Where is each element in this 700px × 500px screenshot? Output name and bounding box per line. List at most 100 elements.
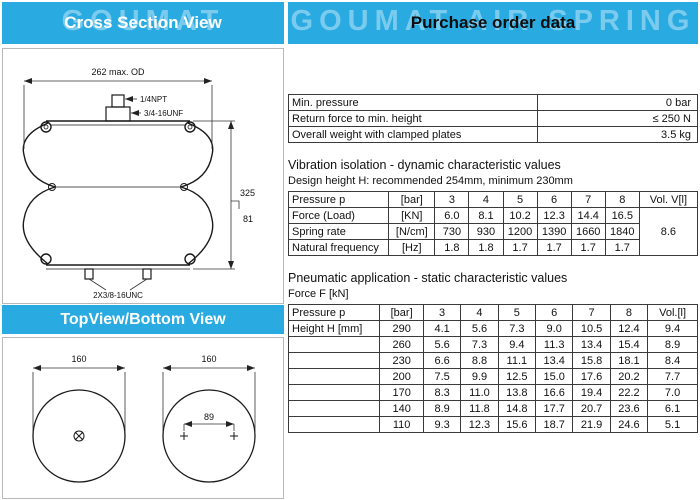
- volume-cell: 8.9: [647, 336, 698, 353]
- value-cell: 14.8: [497, 400, 537, 417]
- column-header: 6: [535, 304, 574, 321]
- air-spring-cross-section-drawing: 262 max. OD 1/4NPT 3/4-16UNF 325 81 2X3/…: [22, 67, 255, 300]
- dimension-lines: [23, 80, 240, 291]
- vibration-header-row: Pressure p [bar] 3 4 5 6 7 8 Vol. V[l]: [287, 191, 699, 208]
- row-label: [287, 368, 381, 385]
- pneumatic-section-subtitle: Force F [kN]: [288, 288, 349, 300]
- value-cell: 9.3: [422, 416, 462, 433]
- height-cell: 200: [379, 368, 424, 385]
- bottom-view-diameter-label: 160: [201, 354, 216, 364]
- value-cell: 11.1: [497, 352, 537, 369]
- purchase-order-section: Min. pressure 0 bar Return force to min.…: [287, 46, 699, 433]
- value-cell: 13.4: [572, 336, 611, 353]
- pneumatic-header-row: Pressure p [bar] 3 4 5 6 7 8 Vol.[l]: [287, 304, 698, 321]
- volume-cell: 7.0: [647, 384, 698, 401]
- spec-label: Overall weight with clamped plates: [288, 126, 538, 143]
- cross-section-title: Cross Section View: [64, 13, 222, 32]
- bolt-spacing-label: 89: [204, 412, 214, 422]
- value-cell: 15.4: [609, 336, 649, 353]
- column-header: 4: [468, 191, 504, 208]
- vibration-section-subtitle: Design height H: recommended 254mm, mini…: [288, 175, 573, 187]
- value-cell: 13.8: [497, 384, 537, 401]
- top-view-circle: [32, 389, 126, 483]
- value-cell: 19.4: [572, 384, 611, 401]
- general-spec-table: Min. pressure 0 bar Return force to min.…: [288, 94, 698, 143]
- value-cell: 24.6: [609, 416, 649, 433]
- value-cell: 1390: [536, 223, 572, 240]
- bottom-stud-right: [142, 268, 152, 280]
- purchase-order-header-bar: GOUMAT AIR SPRING Purchase order data: [288, 2, 698, 44]
- volume-value-cell: 8.6: [638, 207, 699, 256]
- vibration-section-title: Vibration isolation - dynamic characteri…: [288, 158, 561, 172]
- row-unit: [N/cm]: [388, 223, 436, 240]
- value-cell: 1.7: [604, 239, 640, 256]
- value-cell: 23.6: [609, 400, 649, 417]
- height-cell: 260: [379, 336, 424, 353]
- unf-label: 3/4-16UNF: [144, 109, 183, 118]
- column-header: 5: [502, 191, 538, 208]
- spec-value: 0 bar: [537, 94, 698, 111]
- value-cell: 15.8: [572, 352, 611, 369]
- value-cell: 5.6: [422, 336, 462, 353]
- value-cell: 1840: [604, 223, 640, 240]
- value-cell: 1.7: [570, 239, 606, 256]
- column-header: 8: [604, 191, 640, 208]
- top-bottom-view-header-bar: TopView/Bottom View: [2, 305, 284, 334]
- row-label: Height H [mm]: [287, 320, 381, 337]
- value-cell: 21.9: [572, 416, 611, 433]
- row-label: [287, 352, 381, 369]
- row-label: Natural frequency: [287, 239, 390, 256]
- height-dimension-label: 325: [240, 188, 255, 198]
- view-dimension-arrows: [33, 365, 255, 427]
- pneumatic-row: 140 8.9 11.8 14.8 17.7 20.7 23.6 6.1: [287, 400, 698, 417]
- view-dimension-labels: 160 160 89: [71, 354, 216, 422]
- spec-row: Min. pressure 0 bar: [288, 94, 698, 111]
- value-cell: 9.9: [460, 368, 499, 385]
- vibration-row-frequency: Natural frequency [Hz] 1.8 1.8 1.7 1.7 1…: [287, 239, 698, 256]
- vibration-row-spring-rate: Spring rate [N/cm] 730 930 1200 1390 166…: [287, 223, 698, 240]
- column-header: 4: [460, 304, 499, 321]
- value-cell: 15.6: [497, 416, 537, 433]
- cross-section-header-bar: GOUMAT Cross Section View: [2, 2, 284, 44]
- row-unit: [KN]: [388, 207, 436, 224]
- bolt-marks: [73, 430, 238, 442]
- lower-height-dimension-label: 81: [243, 214, 253, 224]
- value-cell: 17.7: [535, 400, 574, 417]
- top-bottom-view-panel: 160 160 89: [2, 337, 284, 499]
- height-cell: 290: [379, 320, 424, 337]
- column-header: Pressure p: [287, 191, 390, 208]
- volume-cell: 5.1: [647, 416, 698, 433]
- value-cell: 17.6: [572, 368, 611, 385]
- dimension-labels: 262 max. OD 1/4NPT 3/4-16UNF 325 81 2X3/…: [91, 67, 255, 300]
- volume-cell: 8.4: [647, 352, 698, 369]
- value-cell: 11.8: [460, 400, 499, 417]
- value-cell: 18.7: [535, 416, 574, 433]
- value-cell: 12.3: [460, 416, 499, 433]
- value-cell: 11.0: [460, 384, 499, 401]
- volume-cell: 6.1: [647, 400, 698, 417]
- value-cell: 930: [468, 223, 504, 240]
- pneumatic-table-body: Pressure p [bar] 3 4 5 6 7 8 Vol.[l] Hei…: [287, 304, 698, 433]
- value-cell: 9.4: [497, 336, 537, 353]
- value-cell: 7.3: [460, 336, 499, 353]
- column-header: [bar]: [388, 191, 436, 208]
- bottom-stud-left: [84, 268, 94, 280]
- value-cell: 6.6: [422, 352, 462, 369]
- value-cell: 16.5: [604, 207, 640, 224]
- value-cell: 9.0: [535, 320, 574, 337]
- pneumatic-row: 110 9.3 12.3 15.6 18.7 21.9 24.6 5.1: [287, 416, 698, 433]
- view-circles: [32, 389, 256, 483]
- value-cell: 11.3: [535, 336, 574, 353]
- row-label: [287, 416, 381, 433]
- unf-stud: [105, 106, 131, 122]
- column-header: 6: [536, 191, 572, 208]
- value-cell: 1660: [570, 223, 606, 240]
- value-cell: 13.4: [535, 352, 574, 369]
- value-cell: 22.2: [609, 384, 649, 401]
- value-cell: 16.6: [535, 384, 574, 401]
- pneumatic-row: 230 6.6 8.8 11.1 13.4 15.8 18.1 8.4: [287, 352, 698, 369]
- column-header: 8: [609, 304, 649, 321]
- girdle-ring-right: [180, 183, 188, 191]
- row-label: Spring rate: [287, 223, 390, 240]
